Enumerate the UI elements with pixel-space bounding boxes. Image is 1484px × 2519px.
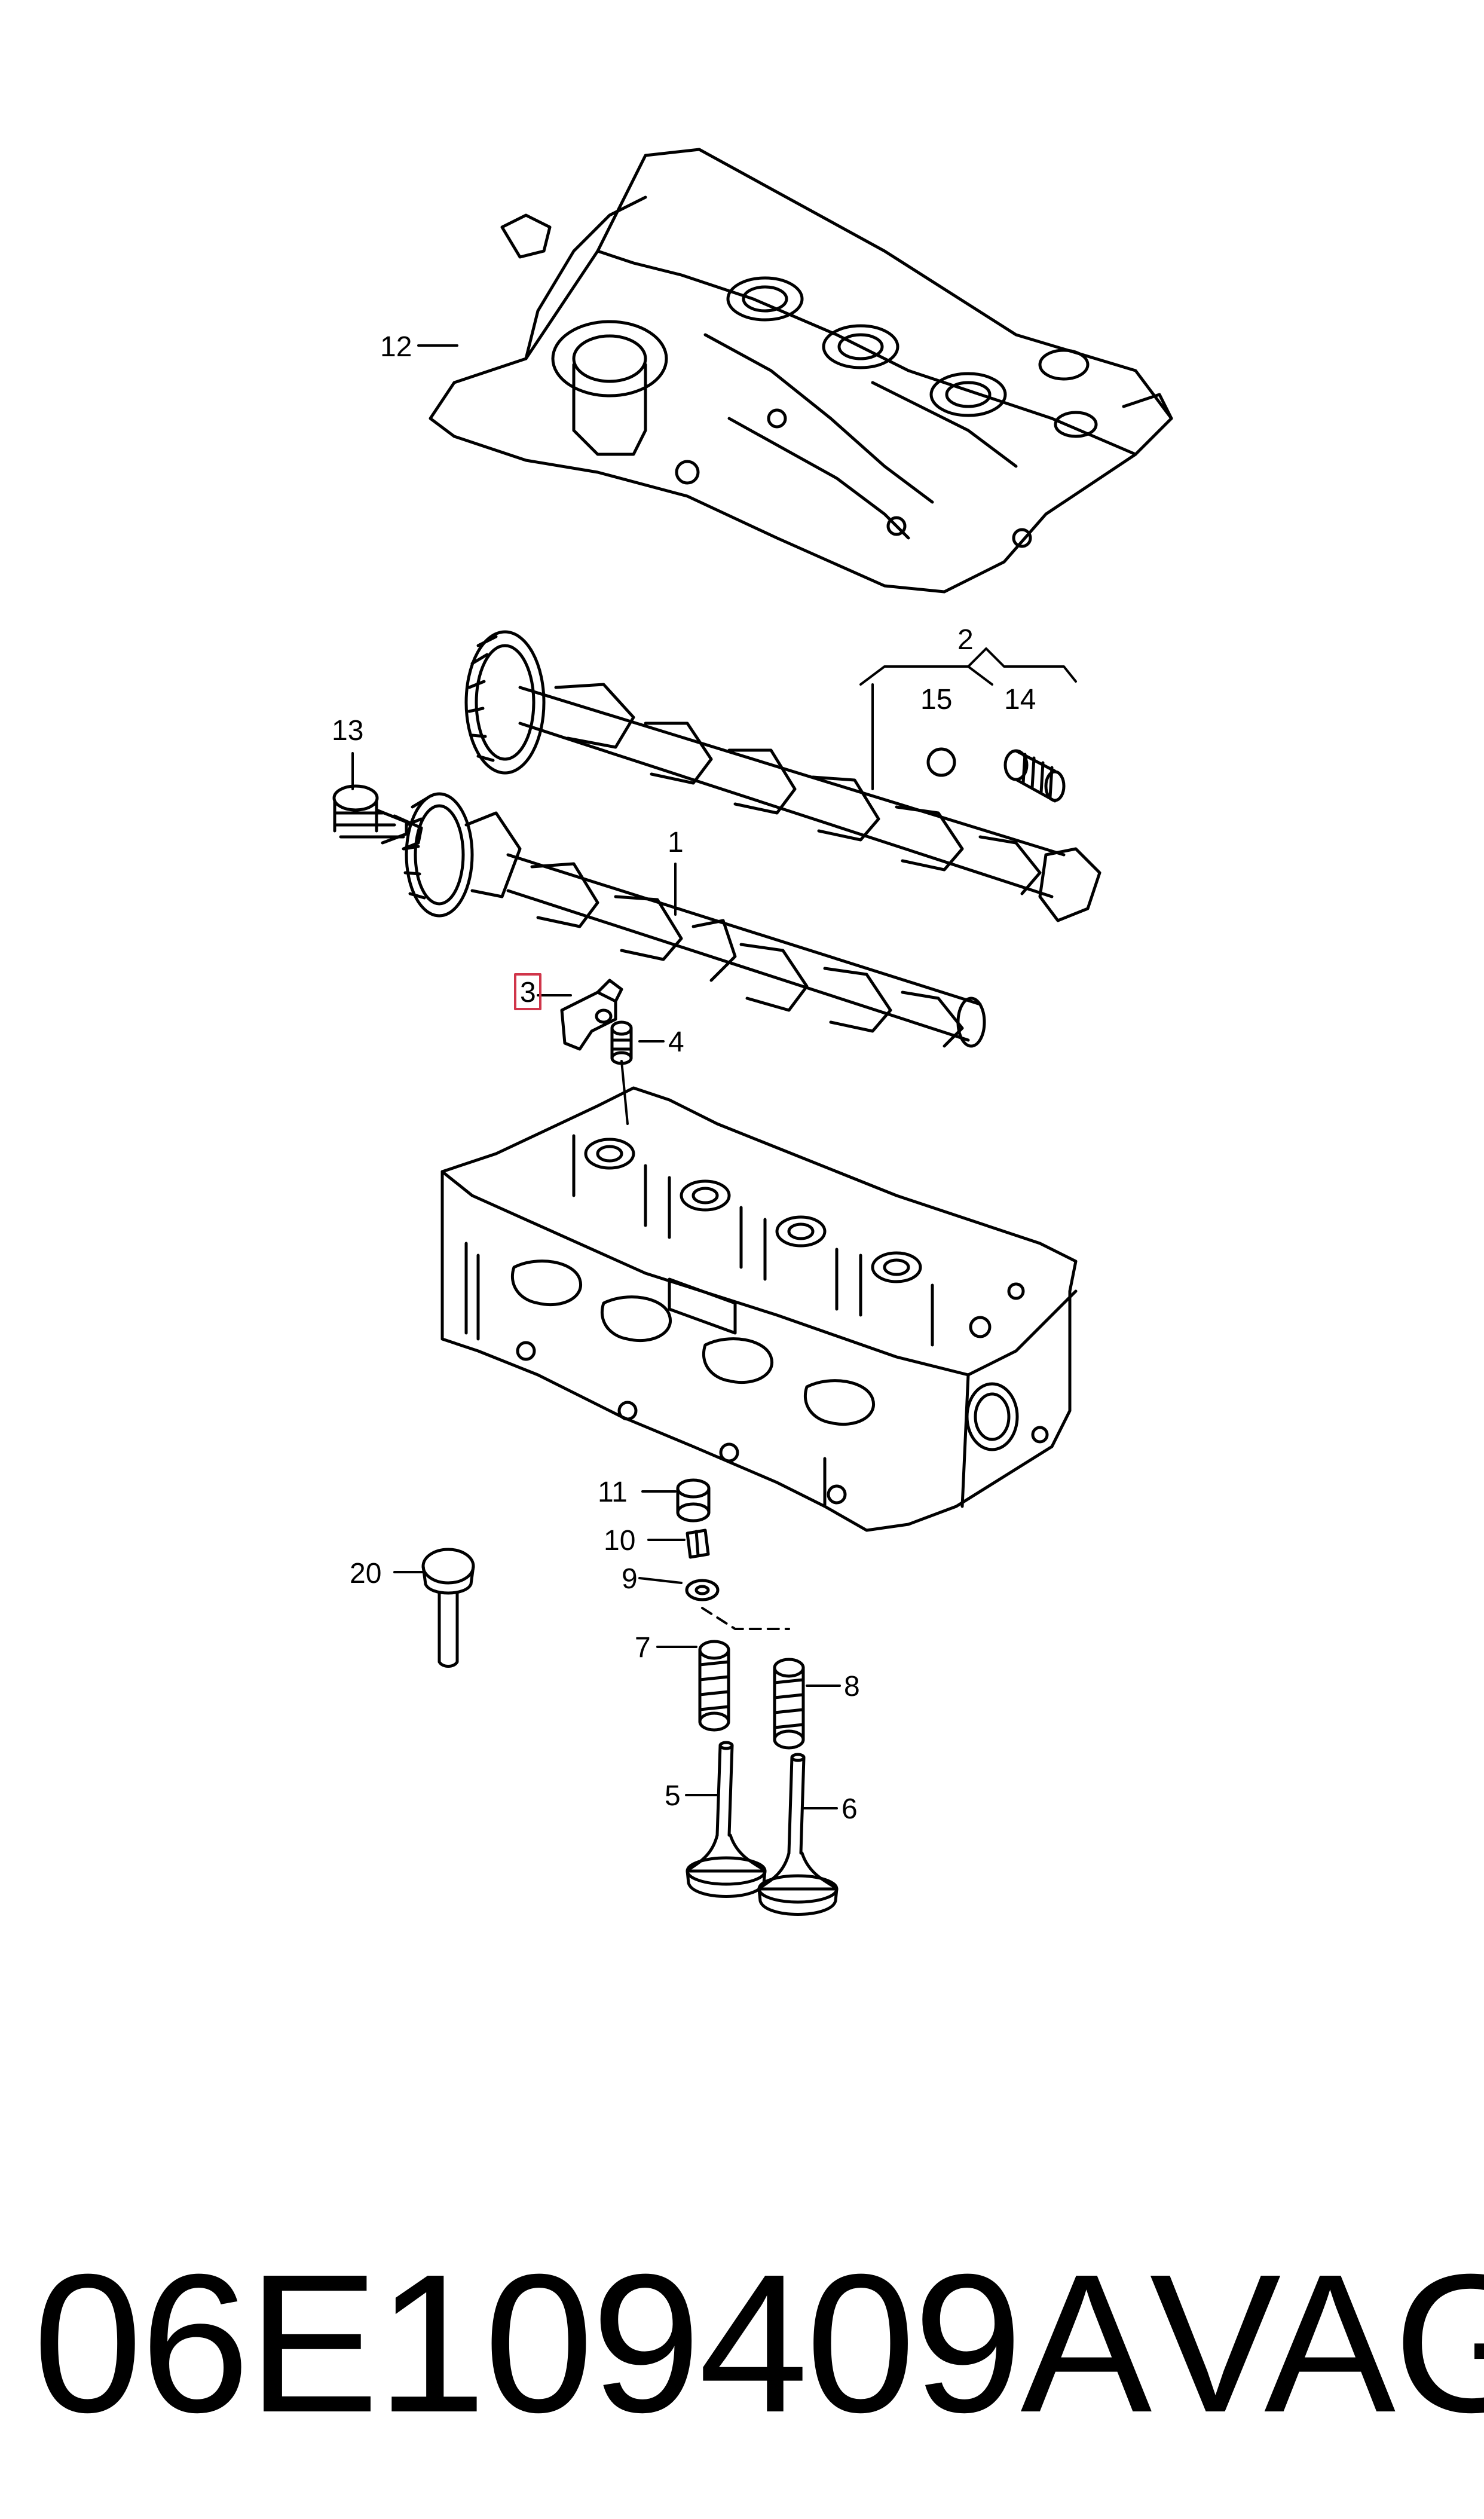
spring-retainer-9-part [685, 1579, 720, 1601]
cylinder-head-cover-part [429, 148, 1173, 594]
callout-label-11: 11 [598, 1476, 628, 1508]
part-number: 06E109409A [33, 2233, 1152, 2453]
valve-spring-7-part [698, 1640, 730, 1732]
callout-3-highlight [514, 973, 541, 1010]
rocker-arm-3-part [560, 979, 623, 1051]
callout-label-12: 12 [380, 331, 412, 363]
callout-label-9: 9 [622, 1563, 638, 1595]
callout-label-10: 10 [604, 1525, 635, 1557]
camshaft-upper-part [464, 630, 1101, 922]
cylinder-head-part [440, 1086, 1078, 1532]
camshaft-lower-part [402, 792, 986, 1048]
callout-label-14: 14 [1004, 684, 1036, 716]
callout-label-4: 4 [668, 1026, 684, 1058]
callout-label-2: 2 [957, 624, 974, 656]
callout-label-13: 13 [332, 715, 363, 747]
callout-label-5: 5 [665, 1780, 681, 1812]
stem-seal-11-part [676, 1478, 711, 1523]
spring-13-part [332, 784, 423, 851]
valve-6-part [757, 1753, 839, 1916]
bolt-20-part [421, 1548, 475, 1668]
valve-5-part [686, 1741, 767, 1898]
leader-lines [351, 344, 1077, 1809]
valve-spring-8-part [773, 1658, 805, 1750]
callout-label-15: 15 [920, 684, 952, 716]
part-caption: 06E109409A VAG [33, 2212, 1484, 2475]
callout-label-8: 8 [844, 1671, 860, 1702]
callout-label-7: 7 [635, 1632, 651, 1664]
exploded-parts-diagram: 12 2 15 14 13 1 3 4 11 10 9 20 7 8 5 6 [332, 148, 1173, 1916]
callout-label-6: 6 [842, 1793, 858, 1825]
callout-label-3: 3 [520, 977, 536, 1008]
spring-14-part [1003, 749, 1066, 803]
callout-label-1: 1 [668, 827, 684, 858]
brand-name: VAG [1149, 2233, 1484, 2453]
callout-label-20: 20 [350, 1558, 381, 1589]
lifter-4-part [610, 1020, 633, 1065]
valve-keepers-10-part [686, 1528, 710, 1559]
ball-15-part [926, 747, 956, 777]
